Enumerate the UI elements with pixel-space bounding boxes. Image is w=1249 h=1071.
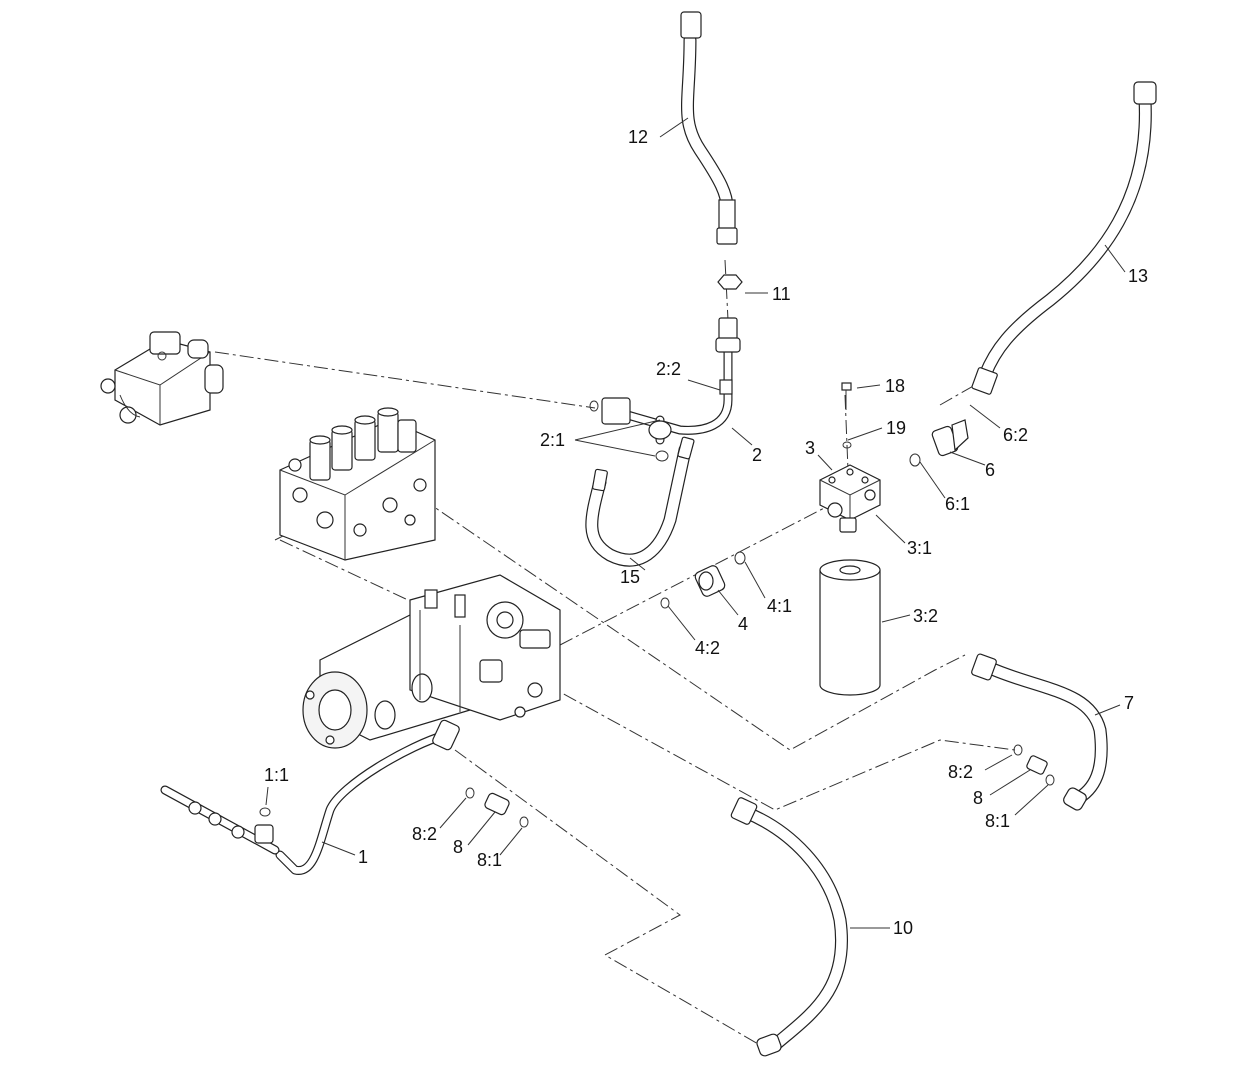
fitting-8-left [465, 787, 529, 828]
hose-10 [730, 797, 848, 1057]
callout-3: 3 [805, 438, 815, 458]
callout-2-1: 2:1 [540, 430, 565, 450]
control-valve-manifold [279, 407, 436, 561]
callout-3-1: 3:1 [907, 538, 932, 558]
callout-6-1: 6:1 [945, 494, 970, 514]
callout-18: 18 [885, 376, 905, 396]
hose-13 [971, 81, 1157, 395]
callout-15: 15 [620, 567, 640, 587]
filter-head-3 [819, 464, 881, 533]
callout-19: 19 [886, 418, 906, 438]
callout-6-2: 6:2 [1003, 425, 1028, 445]
callout-labels: 12 11 2:2 2:1 2 13 18 19 3 6:2 6 6:1 3:1… [264, 127, 1148, 938]
washer-19 [842, 441, 852, 449]
fitting-8-right [1013, 744, 1055, 786]
callout-11: 11 [772, 284, 791, 304]
valve-block-reference [100, 331, 224, 426]
callout-8-2-right: 8:2 [948, 762, 973, 782]
pressure-tube-1 [160, 719, 460, 875]
adapter-4 [660, 551, 746, 609]
hose-15 [585, 436, 695, 567]
callout-4-2: 4:2 [695, 638, 720, 658]
callout-13: 13 [1128, 266, 1148, 286]
callout-6: 6 [985, 460, 995, 480]
callout-2: 2 [752, 445, 762, 465]
nut-11 [717, 274, 743, 290]
callout-12: 12 [628, 127, 648, 147]
callout-8-1-right: 8:1 [985, 811, 1010, 831]
callout-1: 1 [358, 847, 368, 867]
tube-assembly-2 [589, 317, 741, 462]
hose-12 [680, 11, 738, 245]
screw-18 [841, 382, 852, 410]
elbow-fitting-6 [909, 419, 969, 467]
callout-10: 10 [893, 918, 913, 938]
callout-4-1: 4:1 [767, 596, 792, 616]
callout-8-1-left: 8:1 [477, 850, 502, 870]
filter-element-3-2 [819, 559, 881, 696]
callout-3-2: 3:2 [913, 606, 938, 626]
callout-4: 4 [738, 614, 748, 634]
leader-lines [265, 117, 1126, 929]
callout-8-left: 8 [453, 837, 463, 857]
hose-7 [971, 653, 1108, 811]
callout-8-right: 8 [973, 788, 983, 808]
hydraulic-pump [302, 574, 561, 749]
callout-1-1: 1:1 [264, 765, 289, 785]
callout-8-2-left: 8:2 [412, 824, 437, 844]
callout-7: 7 [1124, 693, 1134, 713]
callout-2-2: 2:2 [656, 359, 681, 379]
